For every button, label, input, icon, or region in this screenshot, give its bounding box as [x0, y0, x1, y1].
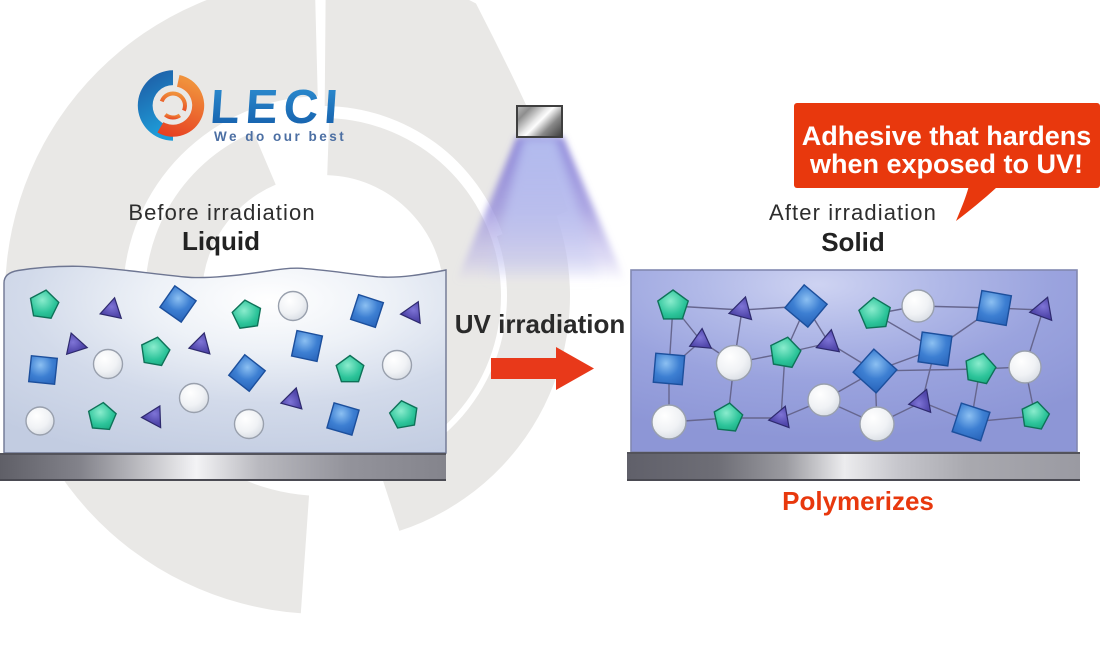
svg-text:We do our best: We do our best [214, 129, 346, 144]
svg-text:LECI: LECI [210, 81, 346, 134]
